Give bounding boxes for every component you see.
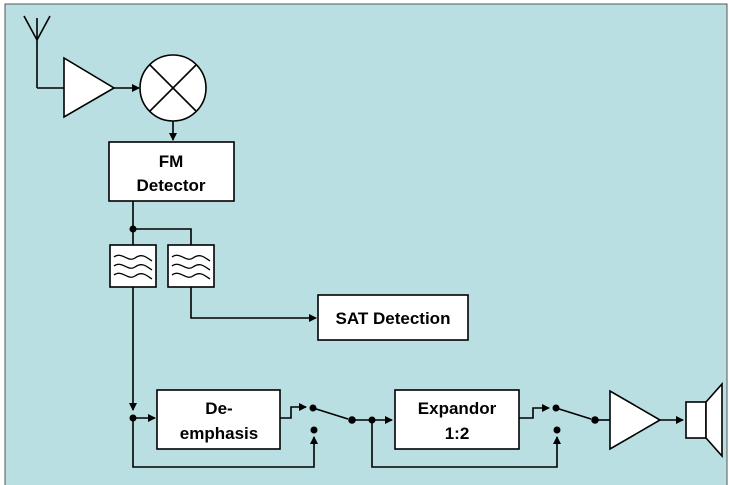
fm-detector-label-line2: Detector [137, 176, 206, 195]
sat-detection-label: SAT Detection [336, 309, 451, 328]
deemphasis-output-wire [280, 403, 307, 419]
deemphasis-block: De- emphasis [156, 389, 281, 450]
deemphasis-bypass-wire [132, 418, 318, 468]
expandor-block: Expandor 1:2 [394, 389, 520, 450]
mixer-icon [139, 54, 207, 122]
split-to-filter2-wire [133, 228, 192, 245]
antenna-icon [23, 15, 51, 88]
deemphasis-label-line2: emphasis [180, 424, 258, 443]
expandor-bypass-wire [371, 420, 561, 468]
fm-detector-label-line1: FM [159, 152, 184, 171]
expandor-output-wire [519, 404, 550, 419]
filter2-to-sat-wire [190, 287, 317, 322]
expandor-label-line2: 1:2 [445, 424, 470, 443]
sat-detection-block: SAT Detection [317, 294, 469, 341]
bandpass-filter-icon [109, 244, 157, 288]
fm-detector-block: FM Detector [108, 141, 235, 202]
rf-amplifier-icon [63, 56, 116, 119]
deemphasis-label-line1: De- [205, 399, 232, 418]
expandor-label-line1: Expandor [418, 399, 497, 418]
audio-amplifier-icon [609, 389, 662, 451]
bandpass-filter-icon [167, 244, 215, 288]
speaker-icon [685, 381, 723, 459]
